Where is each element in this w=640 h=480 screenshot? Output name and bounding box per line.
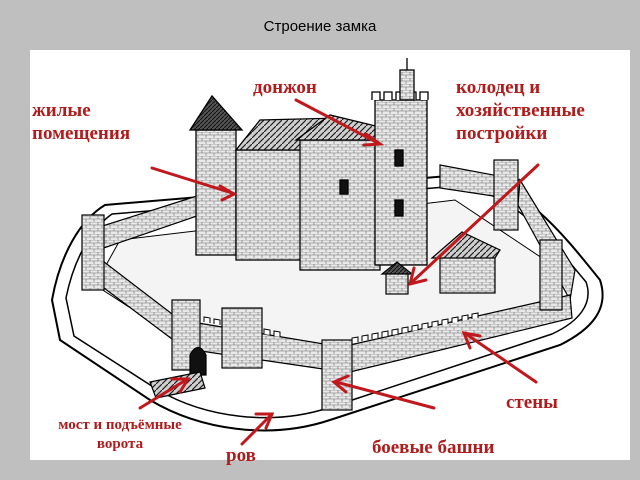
label-living: жилые помещения (32, 100, 131, 144)
arrow-bridge (138, 377, 191, 410)
wall-towers (81, 159, 563, 411)
label-bridge-gates: мост и подъёмные ворота (58, 417, 182, 452)
arrow-towers (331, 374, 436, 410)
callout-arrows (138, 98, 540, 446)
arrow-walls (461, 331, 538, 384)
outbuildings (380, 231, 501, 295)
label-donjon: донжон (253, 77, 317, 98)
moat-outline (50, 173, 604, 432)
label-well-outbuildings: колодец и хозяйственные постройки (456, 77, 585, 144)
slide-title: Строение замка (263, 18, 377, 35)
arrow-well (407, 163, 540, 287)
arrow-living (150, 166, 238, 202)
label-moat: ров (226, 445, 256, 466)
arrow-donjon (294, 98, 385, 147)
label-battle-towers: боевые башни (372, 437, 495, 458)
arrow-moat (240, 412, 275, 446)
label-walls: стены (506, 392, 558, 413)
